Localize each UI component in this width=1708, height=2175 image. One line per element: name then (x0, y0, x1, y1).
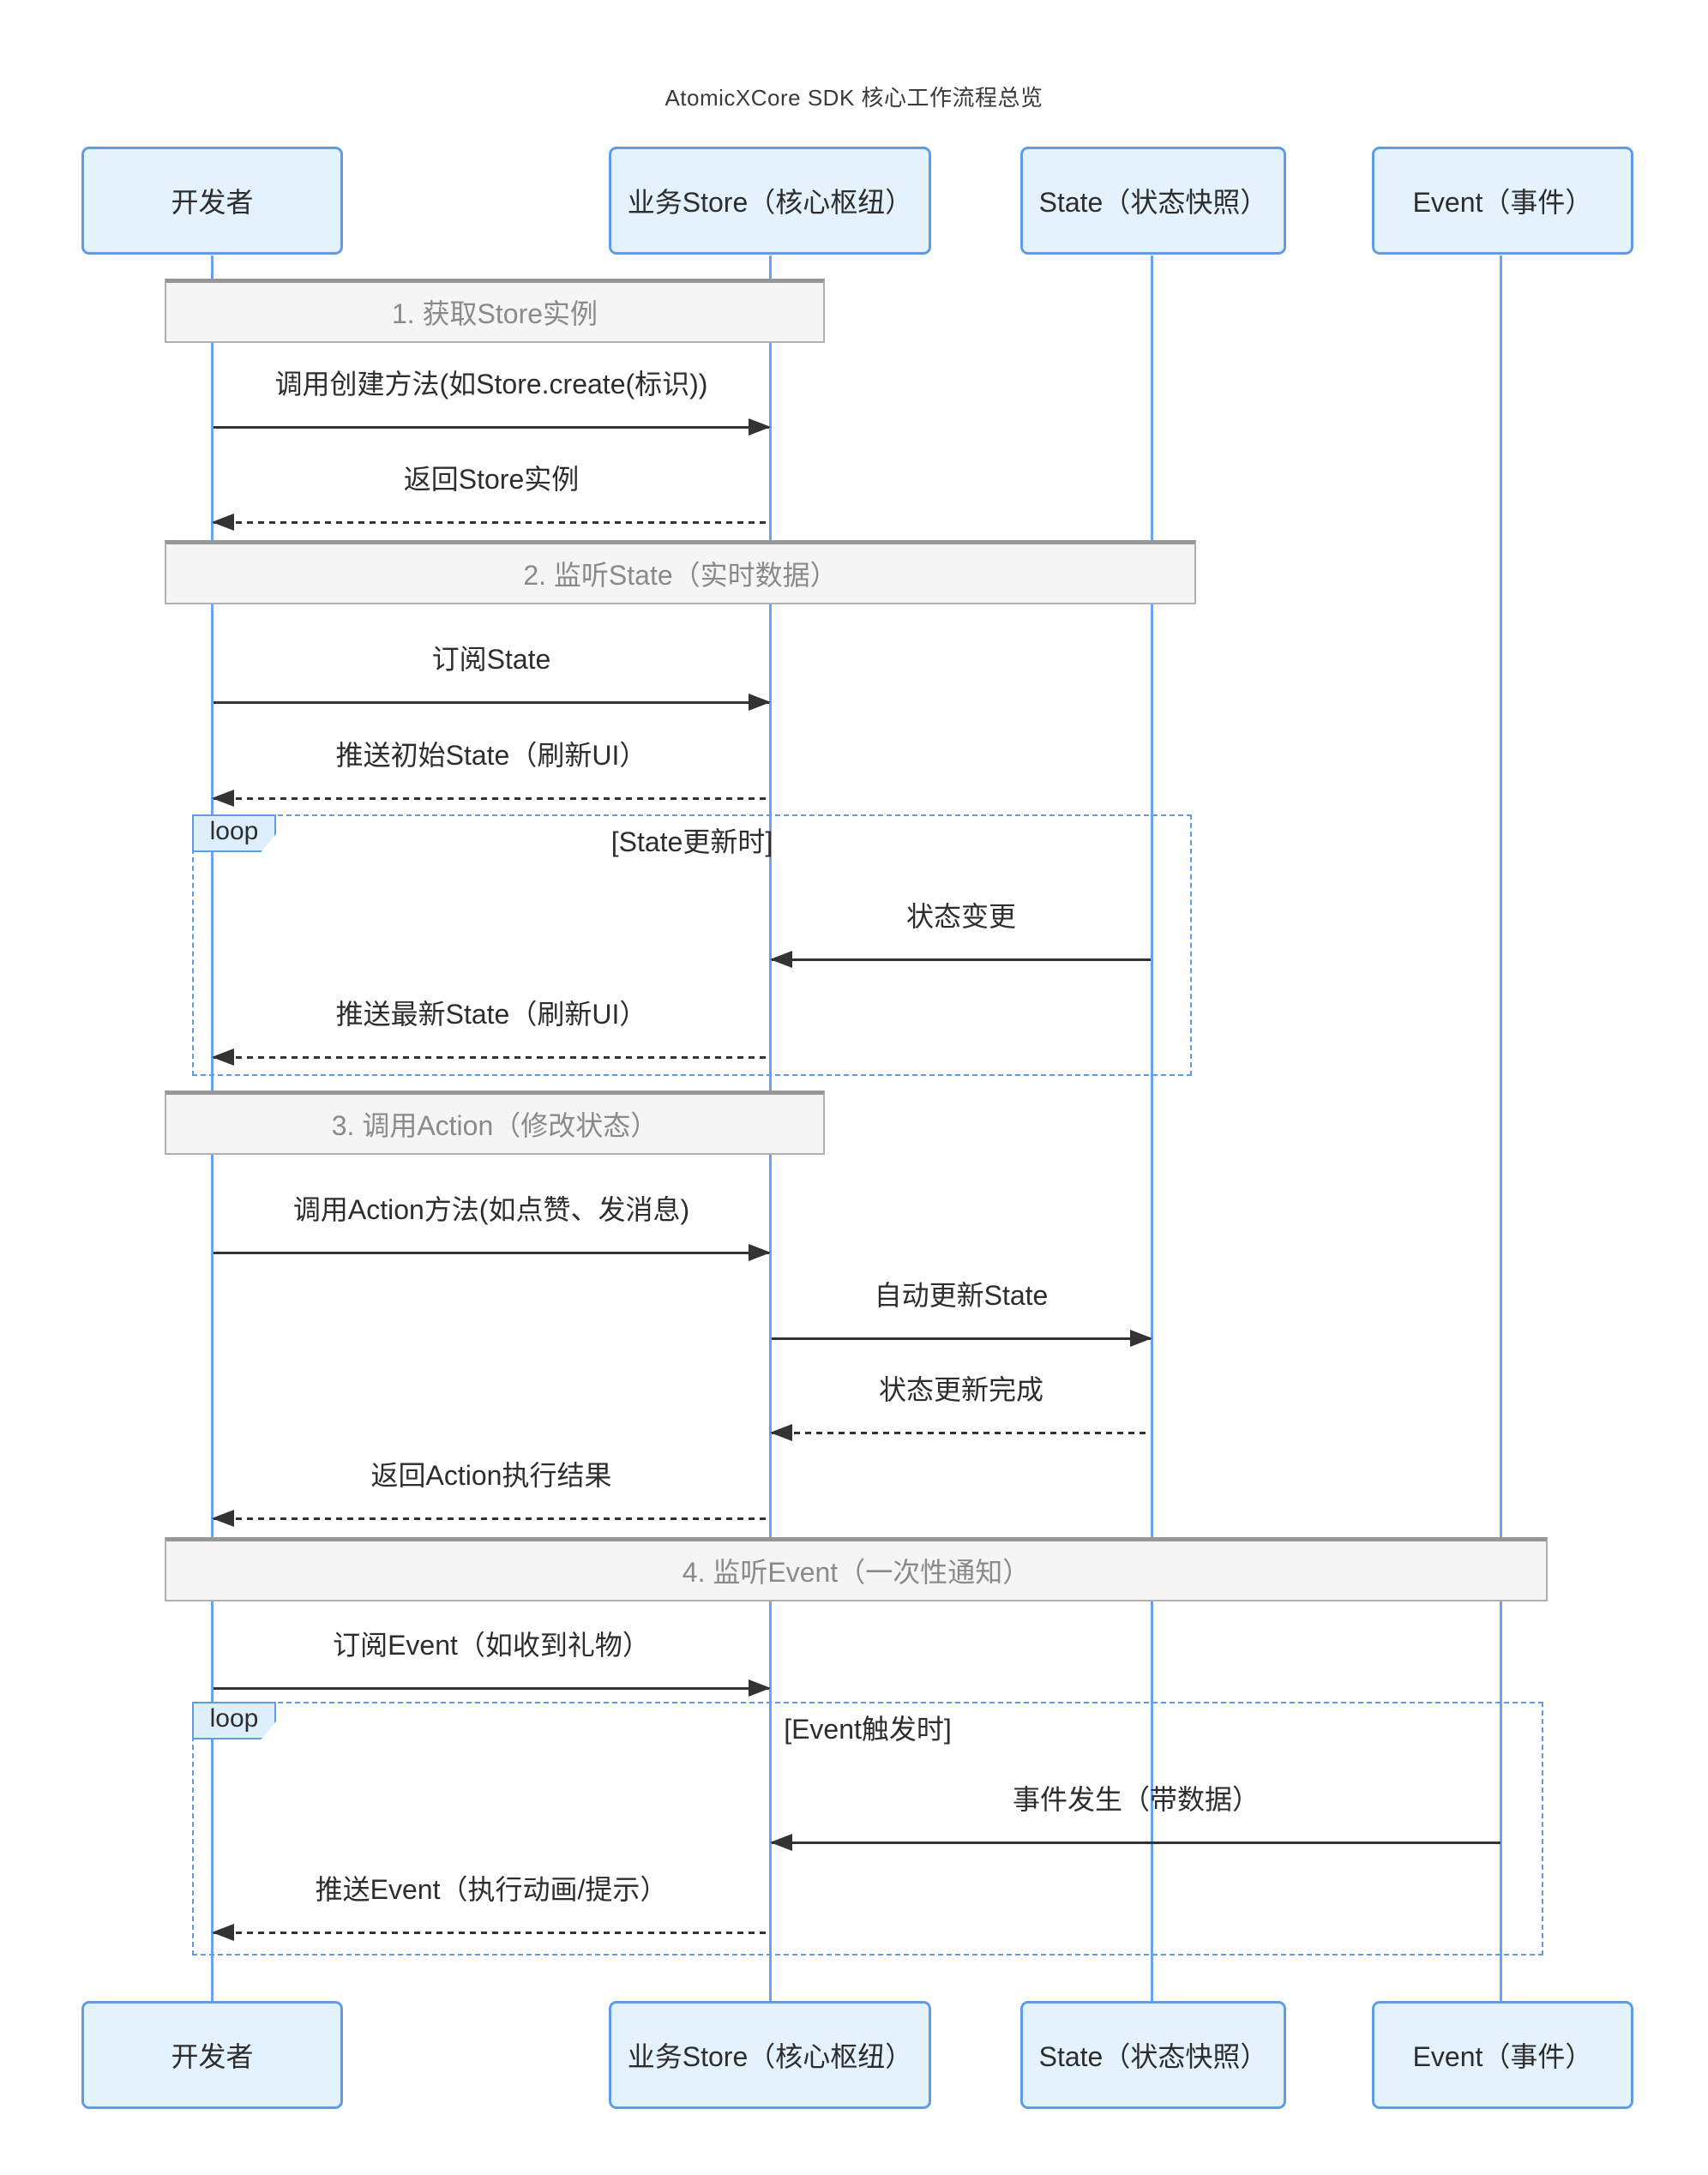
section-divider-3: 3. 调用Action（修改状态） (165, 1091, 825, 1155)
arrowhead (1130, 1330, 1152, 1347)
participant-developer-top: 开发者 (81, 147, 343, 255)
diagram-title: AtomicXCore SDK 核心工作流程总览 (665, 85, 1043, 111)
participant-label: 业务Store（核心枢纽） (627, 187, 913, 218)
participant-state-top: State（状态快照） (1020, 147, 1286, 255)
arrowhead (212, 1510, 234, 1527)
message-arrow (212, 1510, 769, 1527)
loop-condition: [State更新时] (610, 826, 773, 857)
lifeline-event (1500, 255, 1502, 2003)
participant-event-bottom: Event（事件） (1372, 2001, 1633, 2109)
message-text: 状态变更 (905, 901, 1016, 932)
arrow-line (772, 1842, 1501, 1844)
section-divider-4: 4. 监听Event（一次性通知） (165, 1537, 1548, 1601)
arrowhead (212, 790, 234, 807)
message-arrow (770, 1834, 1501, 1851)
section-divider-1: 1. 获取Store实例 (165, 279, 825, 343)
message-text: 推送最新State（刷新UI） (335, 999, 647, 1030)
loop-label-tab: loop (192, 814, 276, 852)
arrowhead (212, 1924, 234, 1941)
participant-store-bottom: 业务Store（核心枢纽） (609, 2001, 931, 2109)
message-text: 订阅Event（如收到礼物） (333, 1630, 650, 1661)
message-text: 调用Action方法(如点赞、发消息) (292, 1194, 690, 1225)
section-label: 2. 监听State（实时数据） (523, 560, 838, 591)
participant-store-top: 业务Store（核心枢纽） (609, 147, 931, 255)
arrow-line (772, 1337, 1151, 1340)
message-text: 推送初始State（刷新UI） (335, 740, 647, 771)
arrow-line (214, 521, 769, 524)
message-text: 自动更新State (874, 1280, 1049, 1311)
arrowhead (749, 1244, 771, 1261)
section-divider-2: 2. 监听State（实时数据） (165, 540, 1196, 604)
message-text: 调用创建方法(如Store.create(标识)) (274, 369, 708, 400)
message-arrow (214, 1679, 771, 1697)
message-arrow (212, 514, 769, 531)
arrow-line (214, 426, 769, 429)
loop-frame-state (192, 814, 1192, 1076)
arrowhead (212, 1048, 234, 1066)
message-arrow (214, 418, 771, 436)
arrowhead (212, 514, 234, 531)
message-arrow (772, 1330, 1152, 1347)
arrow-line (214, 701, 769, 704)
participant-label: State（状态快照） (1038, 2041, 1268, 2072)
arrowhead (749, 1679, 771, 1697)
arrow-line (772, 1432, 1151, 1434)
arrow-line (772, 958, 1151, 961)
loop-label: loop (209, 1704, 259, 1733)
participant-state-bottom: State（状态快照） (1020, 2001, 1286, 2109)
message-arrow (212, 790, 769, 807)
message-arrow (214, 694, 771, 711)
loop-frame-event (192, 1702, 1543, 1956)
arrowhead (770, 1834, 792, 1851)
message-arrow (212, 1924, 769, 1941)
section-label: 4. 监听Event（一次性通知） (682, 1557, 1031, 1588)
arrowhead (749, 694, 771, 711)
section-label: 3. 调用Action（修改状态） (331, 1110, 659, 1141)
message-text: 返回Store实例 (403, 464, 580, 495)
loop-label-tab: loop (192, 1702, 276, 1739)
message-arrow (770, 951, 1151, 968)
loop-condition: [Event触发时] (784, 1714, 952, 1745)
participant-developer-bottom: 开发者 (81, 2001, 343, 2109)
arrow-line (214, 1932, 769, 1934)
participant-label: Event（事件） (1412, 2041, 1593, 2072)
message-arrow (214, 1244, 771, 1261)
message-text: 返回Action执行结果 (370, 1460, 612, 1491)
arrowhead (770, 951, 792, 968)
message-arrow (770, 1424, 1151, 1441)
participant-label: 开发者 (171, 2041, 254, 2072)
message-arrow (212, 1048, 769, 1066)
loop-label: loop (209, 817, 259, 845)
message-text: 事件发生（带数据） (1012, 1784, 1260, 1815)
message-text: 推送Event（执行动画/提示） (315, 1874, 668, 1905)
participant-label: Event（事件） (1412, 187, 1593, 218)
arrowhead (770, 1424, 792, 1441)
arrow-line (214, 1517, 769, 1520)
participant-label: State（状态快照） (1038, 187, 1268, 218)
arrow-line (214, 797, 769, 800)
participant-label: 业务Store（核心枢纽） (627, 2041, 913, 2072)
participant-label: 开发者 (171, 187, 254, 218)
arrowhead (749, 418, 771, 436)
message-text: 订阅State (431, 644, 551, 675)
arrow-line (214, 1687, 769, 1690)
arrow-line (214, 1056, 769, 1059)
lifeline-state (1151, 255, 1153, 2003)
section-label: 1. 获取Store实例 (391, 298, 598, 329)
arrow-line (214, 1252, 769, 1254)
message-text: 状态更新完成 (878, 1374, 1043, 1405)
participant-event-top: Event（事件） (1372, 147, 1633, 255)
